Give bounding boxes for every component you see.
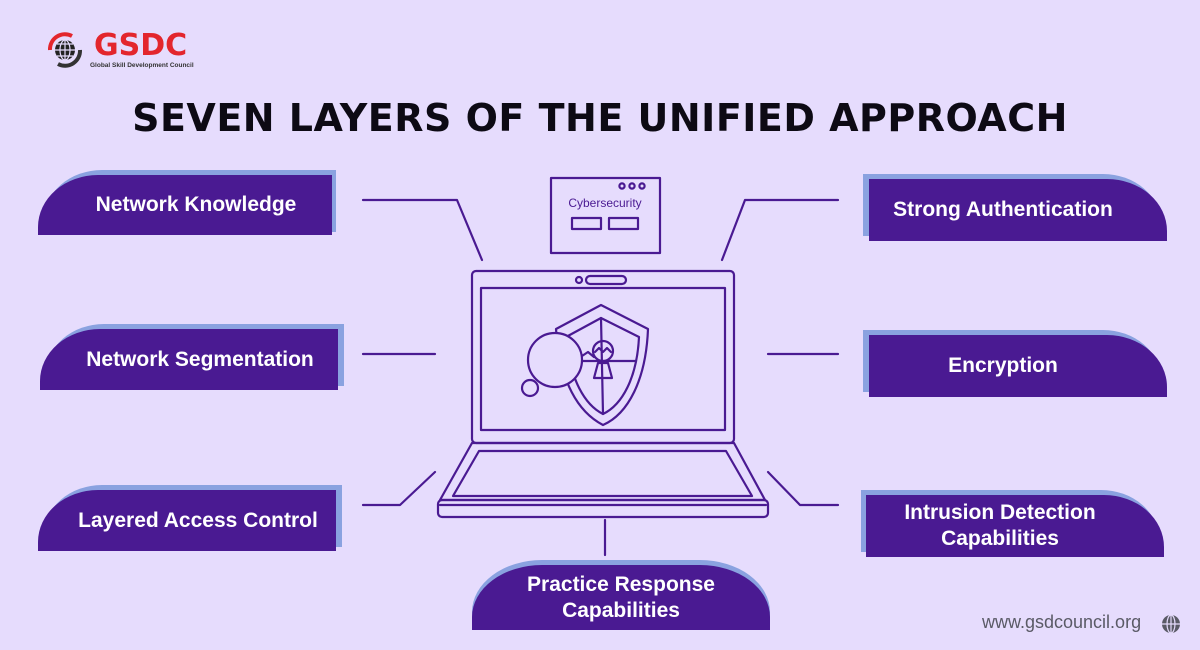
website-url[interactable]: www.gsdcouncil.org (982, 612, 1142, 632)
layer-card-encryption: Encryption (863, 330, 1168, 398)
layer-label: Intrusion Detection Capabilities (866, 495, 1164, 557)
layer-card-network-knowledge: Network Knowledge (38, 170, 338, 236)
connector-network-knowledge (361, 198, 484, 262)
layer-card-layered-access-control: Layered Access Control (38, 485, 342, 553)
layer-label: Strong Authentication (869, 179, 1167, 241)
large-circle (526, 331, 584, 389)
connector-layered-access (361, 470, 437, 507)
layer-card-network-segmentation: Network Segmentation (40, 324, 344, 392)
gsdc-logo: GSDC Global Skill Development Council (42, 28, 212, 78)
connector-intrusion-detection (766, 470, 840, 507)
layer-label: Network Segmentation (40, 329, 338, 390)
layer-card-practice-response: Practice Response Capabilities (472, 560, 770, 630)
globe-logo-icon (48, 32, 82, 68)
logo-subtitle: Global Skill Development Council (90, 62, 194, 69)
cybersecurity-window (549, 176, 662, 255)
connector-strong-authentication (720, 198, 840, 262)
layer-label: Practice Response Capabilities (472, 565, 770, 630)
layer-label: Encryption (869, 335, 1167, 397)
layer-card-intrusion-detection: Intrusion Detection Capabilities (861, 490, 1166, 558)
layer-label: Layered Access Control (38, 490, 336, 551)
layer-label: Network Knowledge (38, 175, 332, 235)
page-title: SEVEN LAYERS OF THE UNIFIED APPROACH (132, 96, 1068, 140)
cybersecurity-window-label: Cybersecurity (568, 196, 641, 210)
layer-card-strong-authentication: Strong Authentication (863, 174, 1168, 242)
globe-icon (1162, 614, 1180, 634)
user-icon (591, 339, 615, 363)
logo-wordmark: GSDC (94, 28, 188, 63)
laptop-screen-frame (470, 269, 736, 445)
